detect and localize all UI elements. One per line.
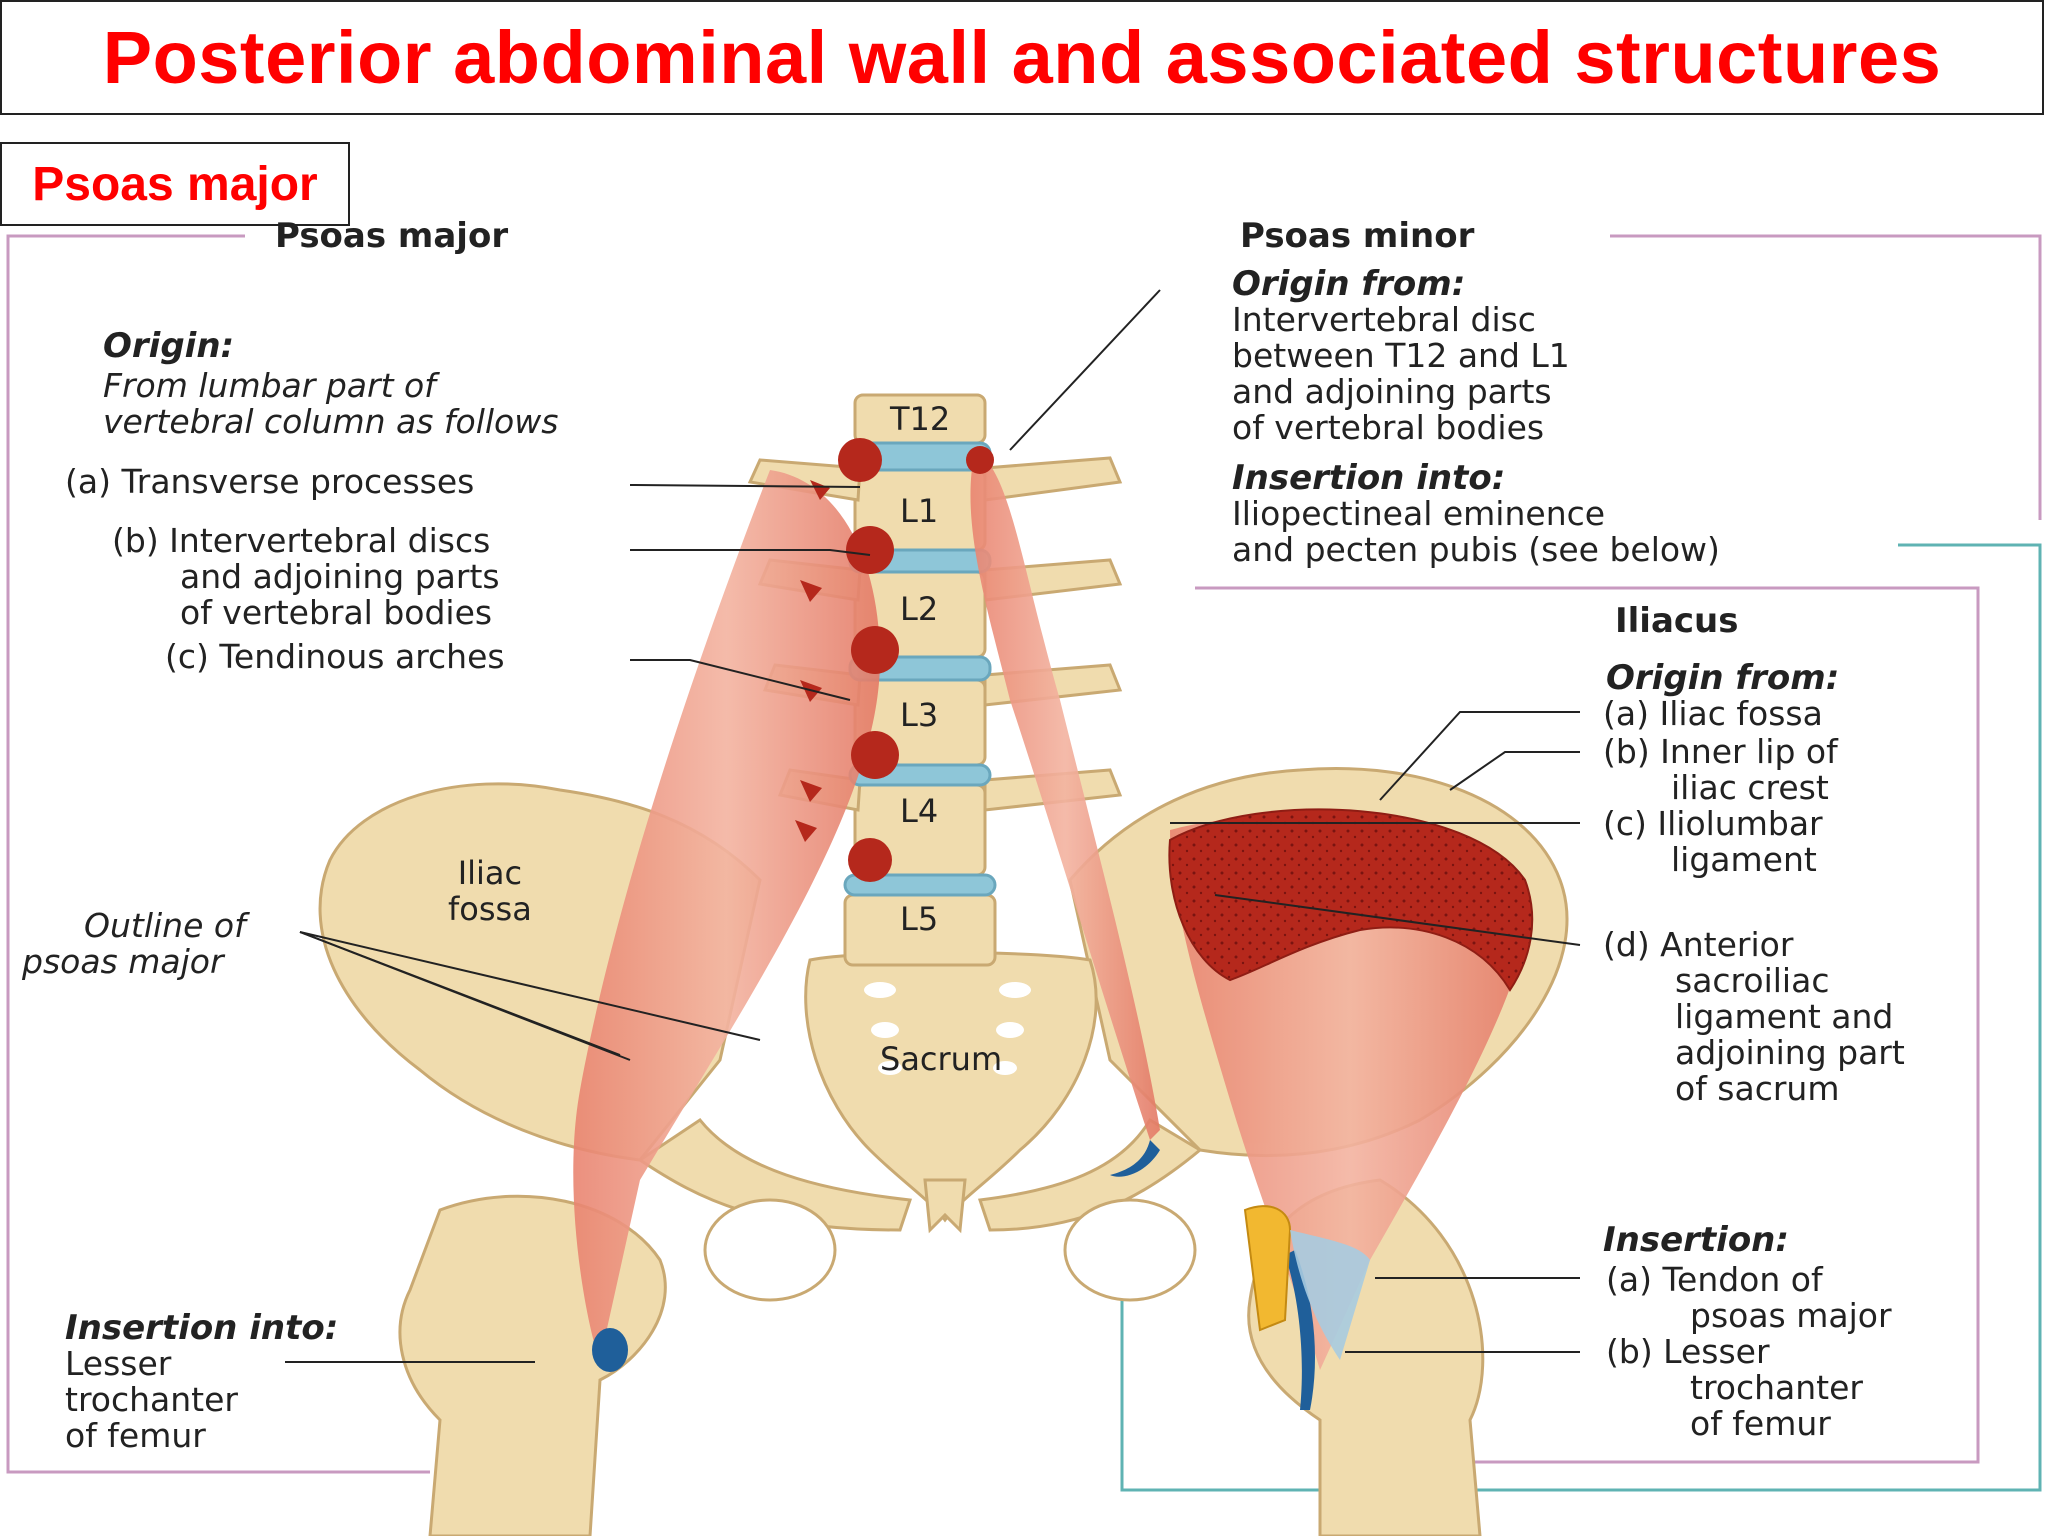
psoas-tendon [1243, 1205, 1292, 1332]
psoas-major-origin-b: (b) Intervertebral discs and adjoining p… [112, 521, 500, 632]
psoas-major-origin-heading: Origin: [103, 326, 235, 366]
sacrum-label: Sacrum [880, 1040, 1003, 1078]
right-psoas-minor [970, 450, 1160, 1140]
vertebra-label-l1: L1 [900, 492, 939, 530]
iliacus-heading: Iliacus [1615, 601, 1739, 641]
bracket-frames [6, 234, 2042, 1474]
subtitle-box: Psoas major [0, 142, 350, 226]
title-box: Posterior abdominal wall and associated … [0, 0, 2044, 115]
psoas-major-origin-c: (c) Tendinous arches [165, 637, 505, 676]
iliacus-bracket [1195, 586, 1980, 1464]
psoas-minor-origin-text: Intervertebral disc between T12 and L1 a… [1232, 300, 1570, 447]
obturator-foramina [703, 1198, 1197, 1302]
sacral-foramina [864, 982, 1031, 1075]
left-femur [398, 1194, 667, 1536]
outline-psoas-label: Outline of psoas major [22, 906, 246, 981]
top-right-bracket [1610, 234, 2042, 520]
vertebra-label-l3: L3 [900, 696, 939, 734]
iliacus-origin-a: (a) Iliac fossa [1603, 694, 1823, 733]
iliacus-insertion-b: (b) Lesser trochanter of femur [1606, 1332, 1863, 1443]
vertebra-label-l2: L2 [900, 590, 939, 628]
iliacus-origin-d: (d) Anterior sacroiliac ligament and adj… [1603, 925, 1905, 1108]
iliac-fossa-label: Iliac fossa [448, 854, 532, 928]
psoas-major-insertion-heading: Insertion into: [65, 1308, 339, 1348]
iliacus-origin-heading: Origin from: [1606, 658, 1840, 698]
iliacus-insertion-a: (a) Tendon of psoas major [1606, 1260, 1892, 1335]
iliacus-origin-b: (b) Inner lip of iliac crest [1603, 732, 1838, 807]
psoas-minor-insertion-heading: Insertion into: [1232, 458, 1506, 498]
iliacus-origin-area [1168, 808, 1534, 992]
right-pubis [977, 1117, 1203, 1232]
psoas-major-origin-a: (a) Transverse processes [65, 462, 475, 501]
psoas-major-origin-text: From lumbar part of vertebral column as … [103, 366, 559, 441]
vertebra-label-l5: L5 [900, 900, 939, 938]
psoas-minor-insertion-text: Iliopectineal eminence and pecten pubis … [1232, 494, 1720, 569]
left-pubis [637, 1117, 913, 1232]
page-title: Posterior abdominal wall and associated … [102, 16, 1942, 99]
insertion-marks [592, 1140, 1315, 1410]
left-psoas-major [573, 470, 880, 1360]
coccyx [923, 1178, 967, 1234]
psoas-major-insertion-text: Lesser trochanter of femur [65, 1344, 238, 1455]
iliacus-insertion-heading: Insertion: [1603, 1220, 1789, 1260]
vertebra-label-t12: T12 [890, 400, 951, 438]
leader-lines [285, 289, 1581, 1363]
vertebra-label-l4: L4 [900, 792, 939, 830]
page-subtitle: Psoas major [32, 157, 318, 211]
psoas-minor-heading: Psoas minor [1240, 216, 1475, 256]
sacrum-bone [804, 951, 1098, 1223]
left-bracket [6, 234, 430, 1474]
teal-bracket [1120, 543, 2042, 1492]
psoas-minor-origin-heading: Origin from: [1232, 264, 1466, 304]
lesser-trochanter-tendon [1290, 1230, 1370, 1360]
psoas-major-heading: Psoas major [275, 216, 509, 256]
iliacus-origin-c: (c) Iliolumbar ligament [1603, 804, 1823, 879]
